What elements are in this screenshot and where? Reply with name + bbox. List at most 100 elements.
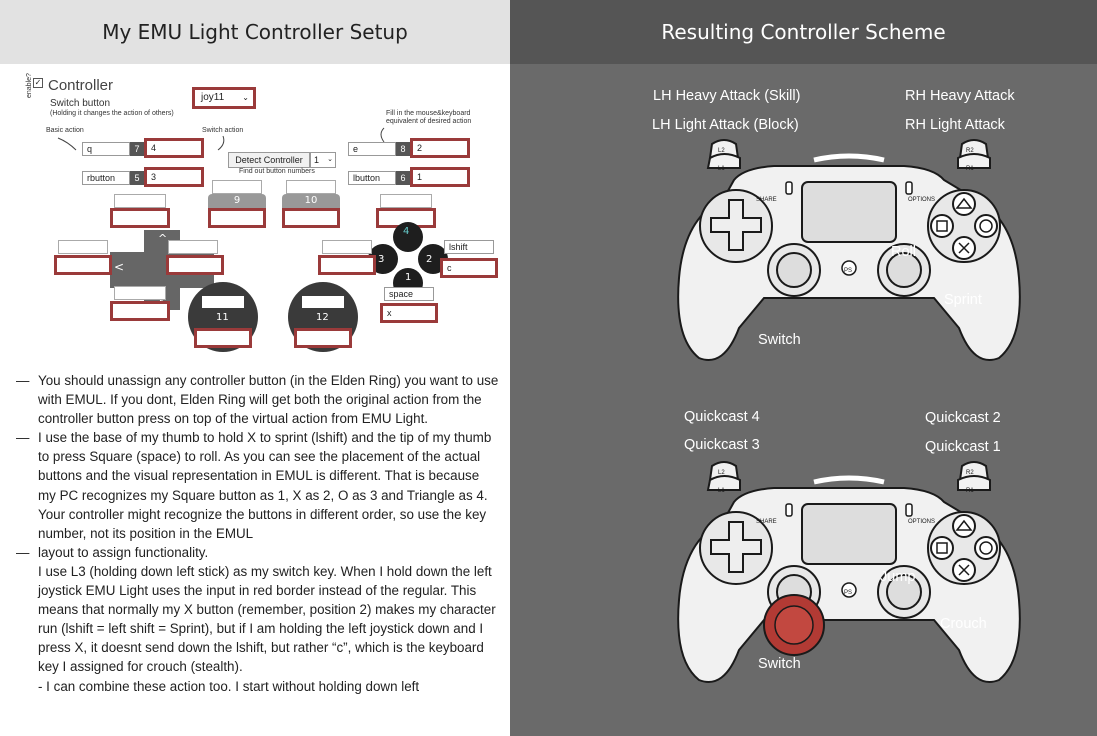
trigger-10-field[interactable] <box>286 180 336 194</box>
joy-select-value: joy11 <box>201 92 225 103</box>
bottom-controller-text: L2 L1 R2 R1 SHARE OPTIONS PS <box>718 470 974 596</box>
dpad-left-label: < <box>114 260 125 274</box>
joy-select[interactable]: joy11 ⌄ <box>192 87 256 109</box>
note-text: You should unassign any controller butto… <box>38 373 499 427</box>
detect-controller-button[interactable]: Detect Controller <box>228 152 310 168</box>
basic-action-field-7[interactable]: q <box>82 142 130 156</box>
switch-action-label: Switch action <box>202 127 244 134</box>
r2-text: R2 <box>966 470 974 476</box>
stick-11-field[interactable] <box>202 296 244 308</box>
roll-label: Roll <box>891 244 916 260</box>
button-number-5: 5 <box>130 171 144 185</box>
enable-checkbox[interactable]: ✓ <box>33 78 43 88</box>
stick-12-field[interactable] <box>302 296 344 308</box>
face-button-3-label: 3 <box>378 254 385 265</box>
note-item: — You should unassign any controller but… <box>16 371 500 428</box>
rh-light-label: RH Light Attack <box>905 117 1005 133</box>
chevron-down-icon: ⌄ <box>327 156 333 163</box>
detect-controller-select[interactable]: 1 ⌄ <box>310 152 336 168</box>
r1-text: R1 <box>966 488 974 494</box>
dpad-right-switch-field[interactable] <box>166 255 224 275</box>
share-text: SHARE <box>756 519 777 525</box>
quickcast-1-label: Quickcast 1 <box>925 439 1001 455</box>
basic-action-field-5[interactable]: rbutton <box>82 171 130 185</box>
face-1-switch-field[interactable]: x <box>380 303 438 323</box>
quickcast-4-label: Quickcast 4 <box>684 409 760 425</box>
note-text: I use the base of my thumb to hold X to … <box>38 430 492 541</box>
switch-action-field-6[interactable]: 1 <box>410 167 470 187</box>
basic-action-field-6[interactable]: lbutton <box>348 171 396 185</box>
l-bumper-field[interactable] <box>114 194 166 208</box>
top-controller-text: L2 L1 R2 R1 SHARE OPTIONS PS <box>718 148 974 274</box>
switch-button-note: (Holding it changes the action of others… <box>50 110 174 117</box>
face-button-1-label: 1 <box>405 272 412 283</box>
chevron-down-icon: ⌄ <box>242 93 249 102</box>
stick-11-switch-field[interactable] <box>194 328 252 348</box>
left-panel-title: My EMU Light Controller Setup <box>0 0 510 64</box>
r1-text: R1 <box>966 166 974 172</box>
right-panel: Resulting Controller Scheme <box>510 0 1097 736</box>
switch-button-label: Switch button <box>50 98 111 109</box>
dpad-down-switch-field[interactable] <box>110 301 170 321</box>
lh-heavy-label: LH Heavy Attack (Skill) <box>653 88 801 104</box>
dpad-left-switch-field[interactable] <box>54 255 112 275</box>
quickcast-2-label: Quickcast 2 <box>925 410 1001 426</box>
dpad-down-field[interactable] <box>114 286 166 300</box>
find-out-label: Find out button numbers <box>239 168 315 175</box>
sprint-label: Sprint <box>944 292 982 308</box>
crouch-label: Crouch <box>940 616 987 632</box>
face-button-2-label: 2 <box>426 254 433 265</box>
notes-list: — You should unassign any controller but… <box>16 371 500 696</box>
l1-text: L1 <box>718 166 725 172</box>
basic-action-label: Basic action <box>46 127 84 134</box>
dpad-left-field[interactable] <box>58 240 108 254</box>
switch-label-top: Switch <box>758 332 801 348</box>
fill-note: Fill in the mouse&keyboard equivalent of… <box>386 110 472 125</box>
l2-text: L2 <box>718 470 725 476</box>
switch-action-field-5[interactable]: 3 <box>144 167 204 187</box>
button-number-6: 6 <box>396 171 410 185</box>
note-item: — layout to assign functionality. I use … <box>16 543 500 696</box>
face-2-switch-field[interactable]: c <box>440 258 498 278</box>
note-item: — I use the base of my thumb to hold X t… <box>16 428 500 543</box>
l2-text: L2 <box>718 148 725 154</box>
button-number-8: 8 <box>396 142 410 156</box>
face-3-field[interactable] <box>322 240 372 254</box>
bottom-controller <box>678 462 1020 682</box>
trigger-10-label: 10 <box>282 194 340 208</box>
face-2-field[interactable]: lshift <box>444 240 494 254</box>
dpad-right-field[interactable] <box>168 240 218 254</box>
stick-12-label: 12 <box>316 312 329 323</box>
note-text: layout to assign functionality. I use L3… <box>38 544 496 694</box>
trigger-9-switch-field[interactable] <box>208 208 266 228</box>
face-3-switch-field[interactable] <box>318 255 376 275</box>
l-bumper-switch-field[interactable] <box>110 208 170 228</box>
face-1-field[interactable]: space <box>384 287 434 301</box>
left-panel: My EMU Light Controller Setup ✓ enable? … <box>0 0 510 736</box>
right-panel-title: Resulting Controller Scheme <box>510 0 1097 64</box>
emu-screenshot: ✓ enable? Controller Switch button (Hold… <box>26 72 504 362</box>
share-text: SHARE <box>756 197 777 203</box>
switch-label-bottom: Switch <box>758 656 801 672</box>
options-text: OPTIONS <box>908 197 935 203</box>
detect-controller-select-value: 1 <box>314 155 320 165</box>
stick-12-switch-field[interactable] <box>294 328 352 348</box>
dpad-up-label: ^ <box>158 232 168 245</box>
stick-11-label: 11 <box>216 312 229 323</box>
lh-light-label: LH Light Attack (Block) <box>652 117 799 133</box>
basic-action-field-8[interactable]: e <box>348 142 396 156</box>
options-text: OPTIONS <box>908 519 935 525</box>
face-button-4-label: 4 <box>403 226 410 237</box>
top-controller <box>678 140 1020 360</box>
jump-label: Jump <box>880 569 916 585</box>
controller-diagrams: L2 L1 R2 R1 SHARE OPTIONS PS L2 L1 R2 R1… <box>510 0 1097 736</box>
trigger-10-switch-field[interactable] <box>282 208 340 228</box>
trigger-9-field[interactable] <box>212 180 262 194</box>
switch-action-field-7[interactable]: 4 <box>144 138 204 158</box>
button-number-7: 7 <box>130 142 144 156</box>
switch-action-field-8[interactable]: 2 <box>410 138 470 158</box>
ps-text: PS <box>844 590 852 596</box>
rh-heavy-label: RH Heavy Attack <box>905 88 1015 104</box>
r-bumper-field[interactable] <box>380 194 432 208</box>
controller-label: Controller <box>48 77 114 94</box>
